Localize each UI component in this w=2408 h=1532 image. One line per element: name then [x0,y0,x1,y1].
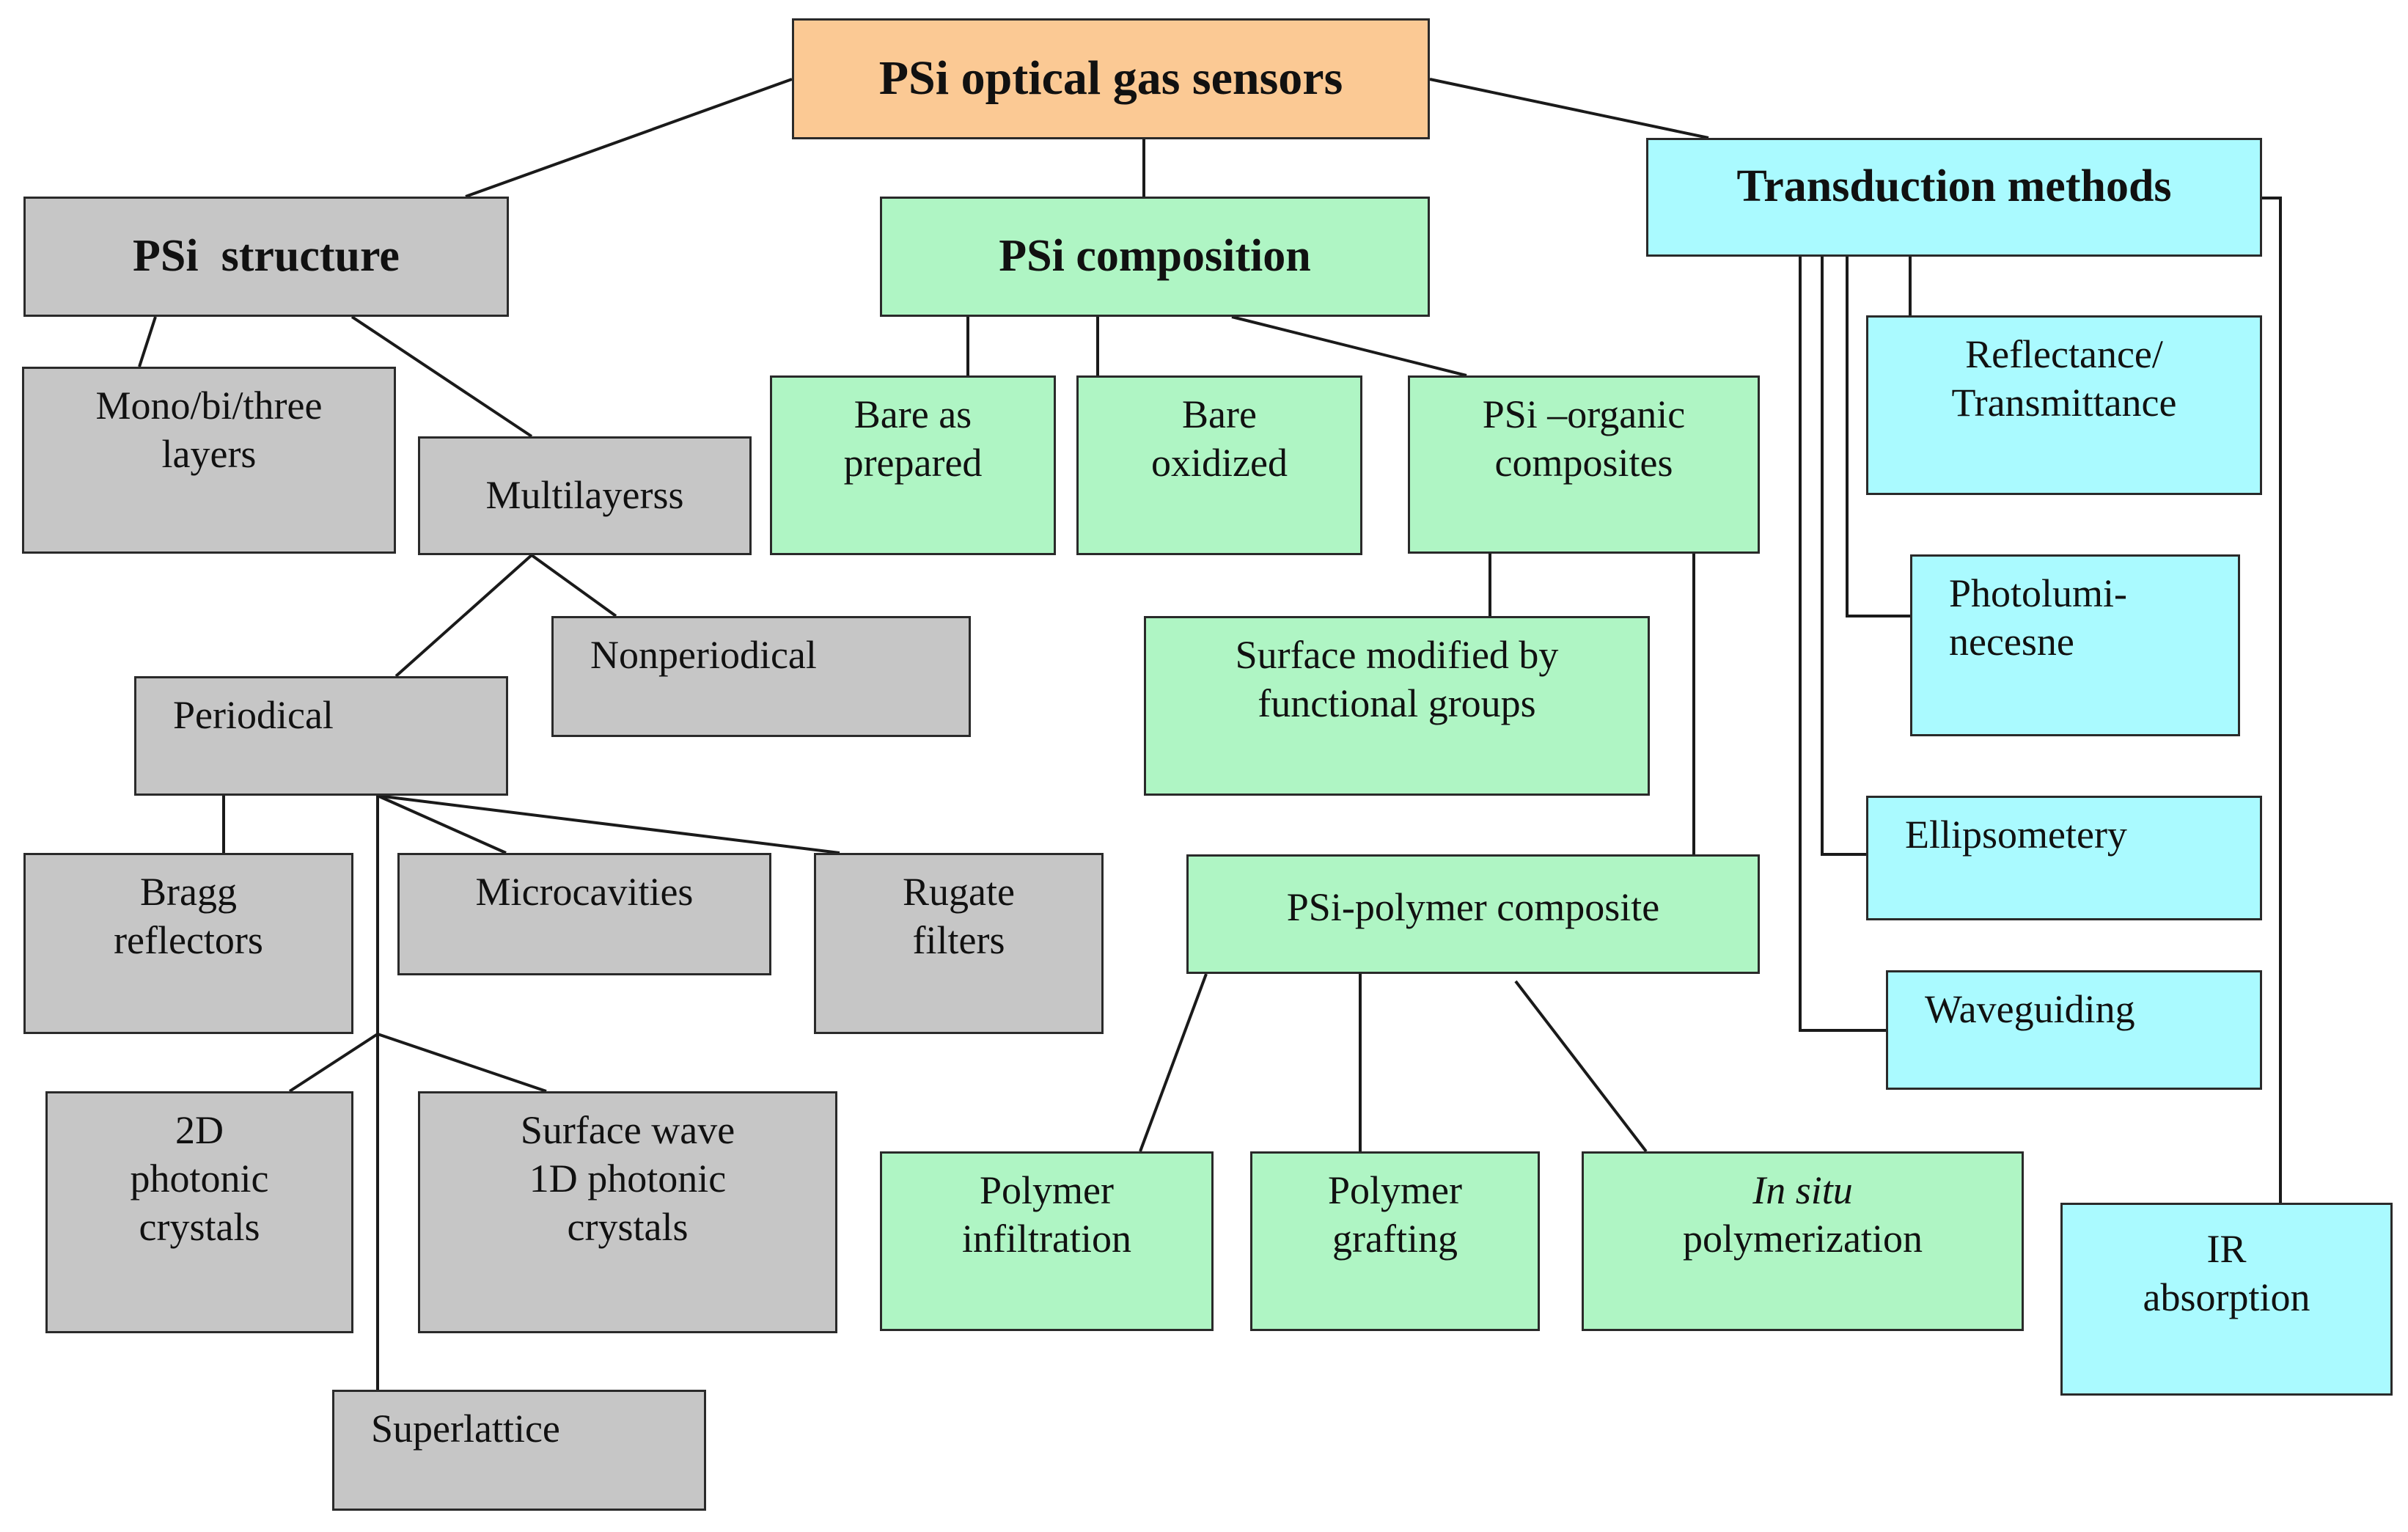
waveguiding-label: Waveguiding [1925,987,2135,1031]
periodical-label: Periodical [173,693,334,737]
root-label: PSi optical gas sensors [878,51,1343,106]
bare-prepared-line2: prepared [843,440,983,485]
ellipsometry-label: Ellipsometery [1905,813,2127,857]
bare-oxidized-line2: oxidized [1151,440,1288,485]
reflectance-line2: Transmittance [1951,380,2177,425]
ir-absorption-node: IR absorption [2060,1203,2393,1396]
insitu-line2: polymerization [1683,1216,1923,1261]
surface-modified-node: Surface modified by functional groups [1144,616,1650,796]
bragg-line1: Bragg [140,870,237,914]
polymer-composite-node: PSi-polymer composite [1186,854,1760,974]
superlattice-node: Superlattice [332,1390,706,1511]
surface-modified-line2: functional groups [1258,681,1536,725]
composition-node: PSi composition [880,197,1430,317]
infiltration-line2: infiltration [962,1216,1131,1261]
grafting-line1: Polymer [1328,1168,1462,1212]
photolum-line1: Photolumi- [1949,571,2128,615]
ir-line1: IR [2206,1227,2247,1271]
photonic-2d-node: 2D photonic crystals [45,1091,353,1333]
ir-line2: absorption [2143,1275,2310,1319]
microcavities-node: Microcavities [397,853,771,975]
ellipsometry-node: Ellipsometery [1866,796,2262,920]
organic-line1: PSi –organic [1482,392,1686,436]
photoluminescence-node: Photolumi- necesne [1910,554,2240,736]
photonic-2d-line1: 2D [175,1108,224,1152]
rugate-filters-node: Rugate filters [814,853,1104,1034]
composition-label: PSi composition [999,231,1311,282]
bare-oxidized-node: Bare oxidized [1076,375,1362,555]
photonic-2d-line3: crystals [139,1204,260,1249]
reflectance-node: Reflectance/ Transmittance [1866,315,2262,495]
infiltration-line1: Polymer [979,1168,1114,1212]
structure-node: PSi structure [23,197,509,317]
nonperiodical-node: Nonperiodical [551,616,971,737]
nonperiodical-label: Nonperiodical [590,633,817,677]
insitu-polymerization-node: In situ polymerization [1582,1151,2024,1331]
mono-layers-line1: Mono/bi/three [95,384,323,428]
rugate-line2: filters [912,917,1005,962]
transduction-label: Transduction methods [1736,161,2172,212]
surface-wave-node: Surface wave 1D photonic crystals [418,1091,837,1333]
photolum-line2: necesne [1949,619,2074,664]
surface-wave-line2: 1D photonic [529,1156,727,1201]
bragg-reflectors-node: Bragg reflectors [23,853,353,1034]
mono-layers-node: Mono/bi/three layers [22,367,396,554]
photonic-2d-line2: photonic [130,1156,269,1201]
organic-line2: composites [1494,440,1673,485]
bare-prepared-node: Bare as prepared [770,375,1056,555]
grafting-line2: grafting [1332,1216,1458,1261]
root-node: PSi optical gas sensors [792,18,1430,139]
organic-composites-node: PSi –organic composites [1408,375,1760,554]
bare-oxidized-line1: Bare [1182,392,1257,436]
bragg-line2: reflectors [114,917,263,962]
multilayers-label: Multilayerss [485,473,684,518]
bare-prepared-line1: Bare as [854,392,972,436]
surface-wave-line1: Surface wave [520,1108,735,1152]
superlattice-label: Superlattice [371,1407,560,1451]
waveguiding-node: Waveguiding [1886,970,2262,1090]
polymer-infiltration-node: Polymer infiltration [880,1151,1214,1331]
reflectance-line1: Reflectance/ [1965,332,2163,376]
polymer-grafting-node: Polymer grafting [1250,1151,1540,1331]
mono-layers-line2: layers [161,431,257,476]
periodical-node: Periodical [134,676,508,796]
multilayers-node: Multilayerss [418,436,752,555]
polymer-composite-label: PSi-polymer composite [1286,884,1660,929]
surface-wave-line3: crystals [567,1204,689,1249]
structure-label: PSi structure [133,231,400,282]
rugate-line1: Rugate [903,870,1015,914]
insitu-line1: In situ [1752,1168,1853,1212]
microcavities-label: Microcavities [475,870,694,914]
transduction-node: Transduction methods [1646,138,2262,257]
surface-modified-line1: Surface modified by [1235,633,1559,677]
